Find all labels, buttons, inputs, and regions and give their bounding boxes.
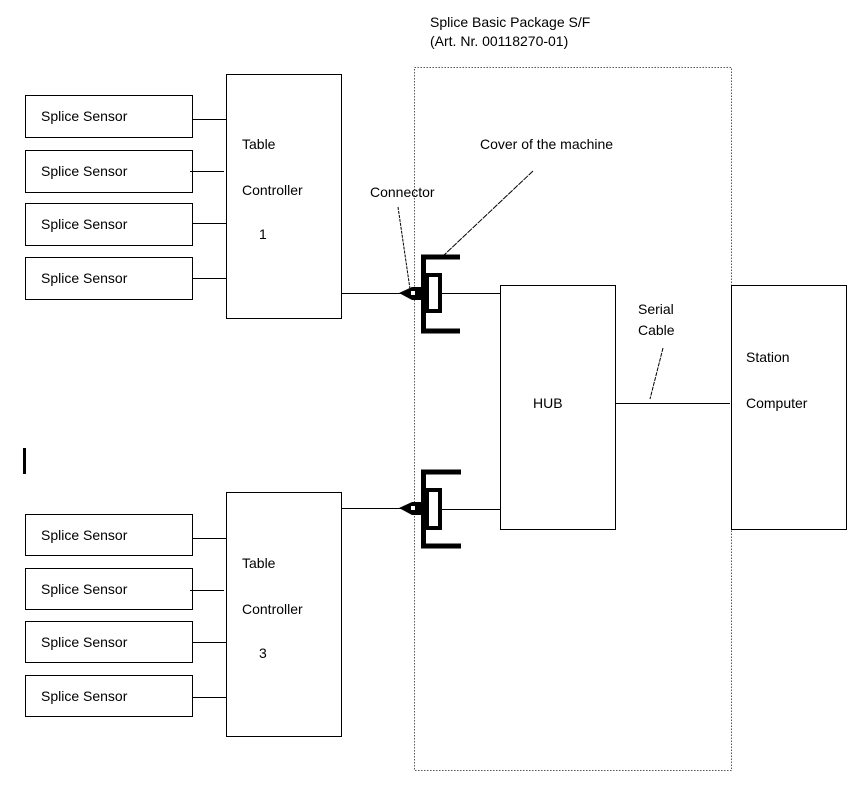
- sensor-box: Splice Sensor: [25, 95, 193, 138]
- controller-number: 3: [259, 645, 267, 661]
- sensor-label: Splice Sensor: [41, 163, 128, 179]
- table-controller-box: [226, 492, 342, 737]
- hub-box: [500, 285, 616, 530]
- sensor-label: Splice Sensor: [41, 634, 128, 650]
- controller-number: 1: [259, 226, 267, 242]
- cover-bracket: [421, 469, 461, 549]
- connector-annotation: Connector: [370, 184, 435, 200]
- package-title: Splice Basic Package S/F: [430, 14, 590, 30]
- cover-leader-line: [442, 170, 534, 257]
- text-cursor: [23, 448, 26, 474]
- package-article: (Art. Nr. 00118270-01): [430, 33, 568, 49]
- hub-label: HUB: [533, 395, 563, 411]
- connector-socket: [425, 273, 442, 313]
- sensor-label: Splice Sensor: [41, 527, 128, 543]
- station-computer-box: [731, 285, 847, 530]
- serial-cable-annotation-line1: Serial: [638, 301, 674, 317]
- sensor-label: Splice Sensor: [41, 688, 128, 704]
- sensor-label: Splice Sensor: [41, 581, 128, 597]
- serial-cable-leader-line: [649, 347, 664, 400]
- group-controller-1: Splice Sensor Splice Sensor Splice Senso…: [25, 74, 402, 319]
- sensor-box: Splice Sensor: [25, 621, 193, 663]
- controller-label-line2: Controller: [242, 601, 303, 617]
- station-label-line2: Computer: [746, 395, 808, 411]
- connector-1: [399, 254, 500, 334]
- group-controller-3: Splice Sensor Splice Sensor Splice Senso…: [25, 492, 402, 737]
- station-label-line1: Station: [746, 349, 790, 365]
- connector-plug-icon: [399, 502, 421, 515]
- sensor-label: Splice Sensor: [41, 108, 128, 124]
- controller-label-line1: Table: [242, 555, 276, 571]
- sensor-box: Splice Sensor: [25, 675, 193, 717]
- sensor-box: Splice Sensor: [25, 150, 193, 193]
- connector-socket: [425, 488, 442, 530]
- connector-3: [399, 469, 500, 549]
- controller-label-line2: Controller: [242, 182, 303, 198]
- sensor-label: Splice Sensor: [41, 216, 128, 232]
- sensor-box: Splice Sensor: [25, 203, 193, 246]
- cover-bracket: [421, 254, 460, 334]
- controller-label-line1: Table: [242, 136, 276, 152]
- sensor-box: Splice Sensor: [25, 514, 193, 556]
- sensor-box: Splice Sensor: [25, 257, 193, 300]
- connector-plug-icon: [399, 287, 421, 300]
- sensor-box: Splice Sensor: [25, 568, 193, 610]
- sensor-label: Splice Sensor: [41, 270, 128, 286]
- cover-annotation: Cover of the machine: [480, 136, 613, 152]
- connector-leader-line: [397, 206, 411, 290]
- serial-cable-annotation-line2: Cable: [638, 322, 675, 338]
- table-controller-box: [226, 74, 342, 319]
